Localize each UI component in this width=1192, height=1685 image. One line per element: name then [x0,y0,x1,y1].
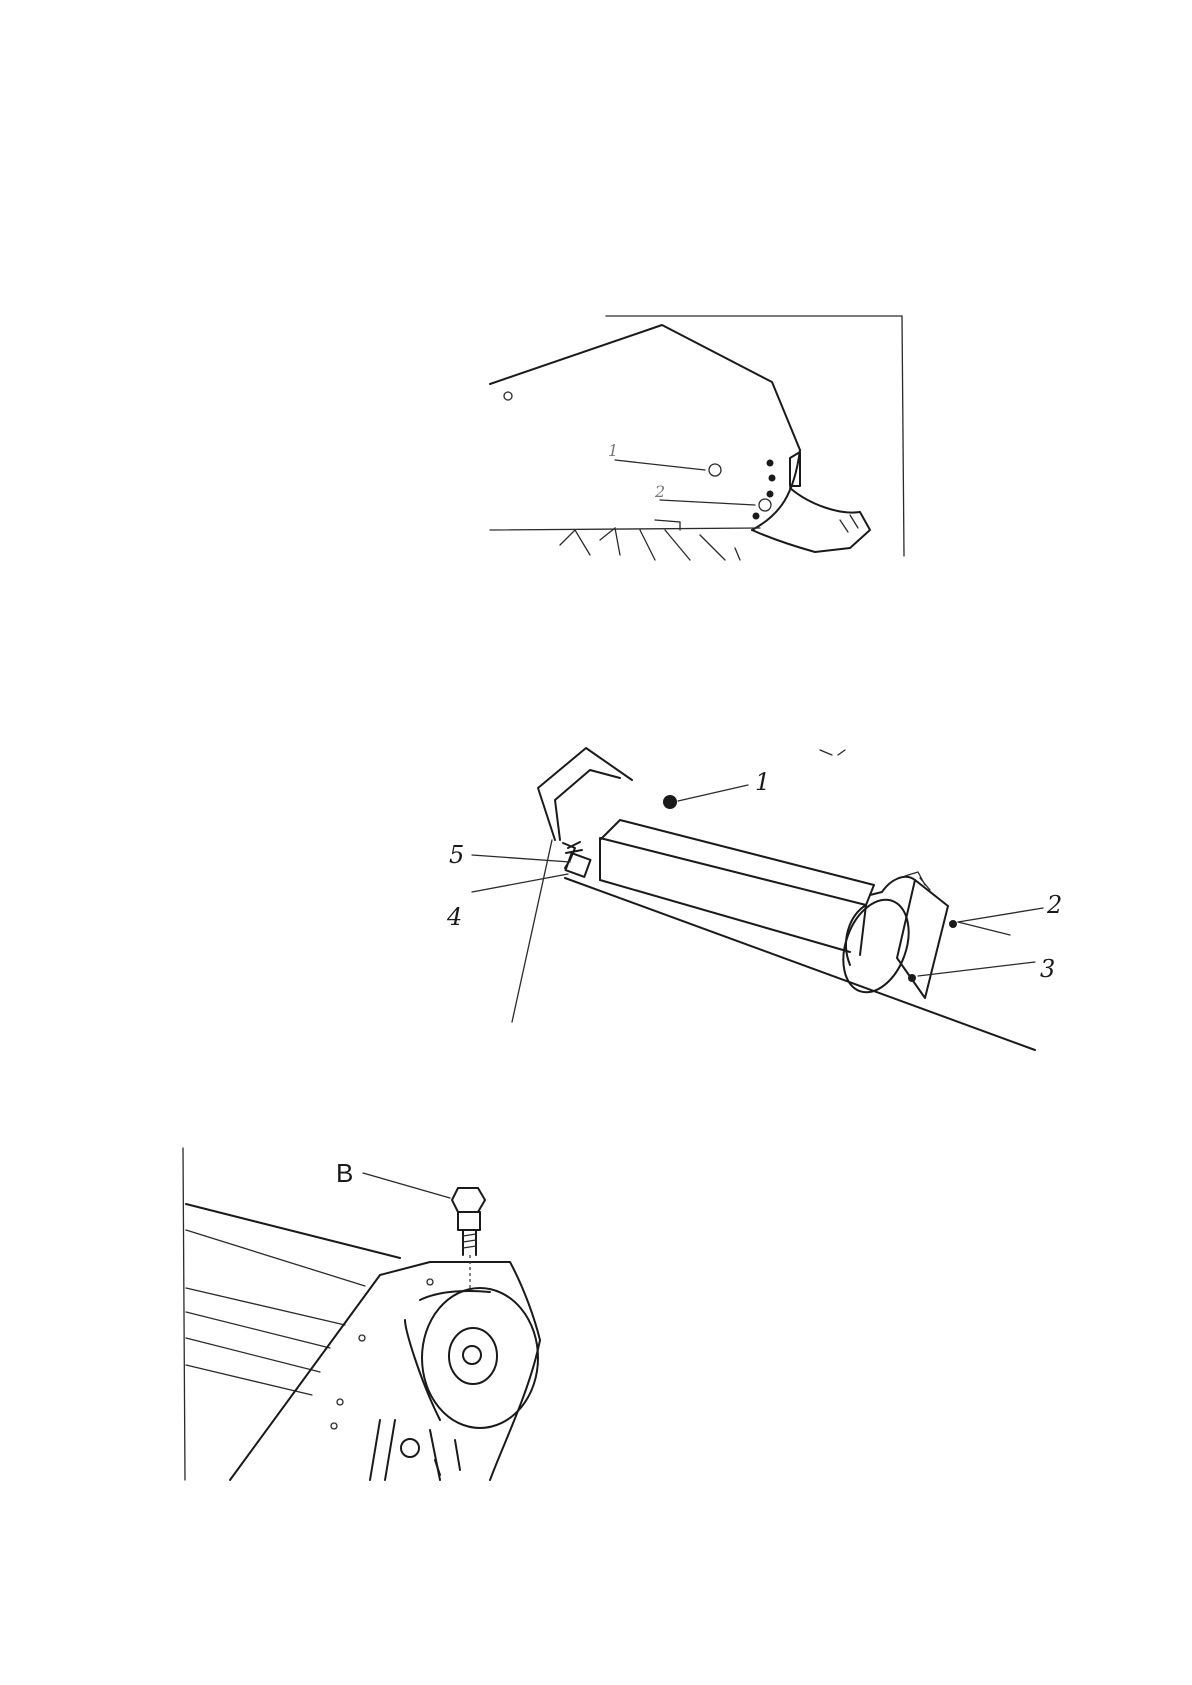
figure-3-callout-B: B [336,1160,353,1186]
